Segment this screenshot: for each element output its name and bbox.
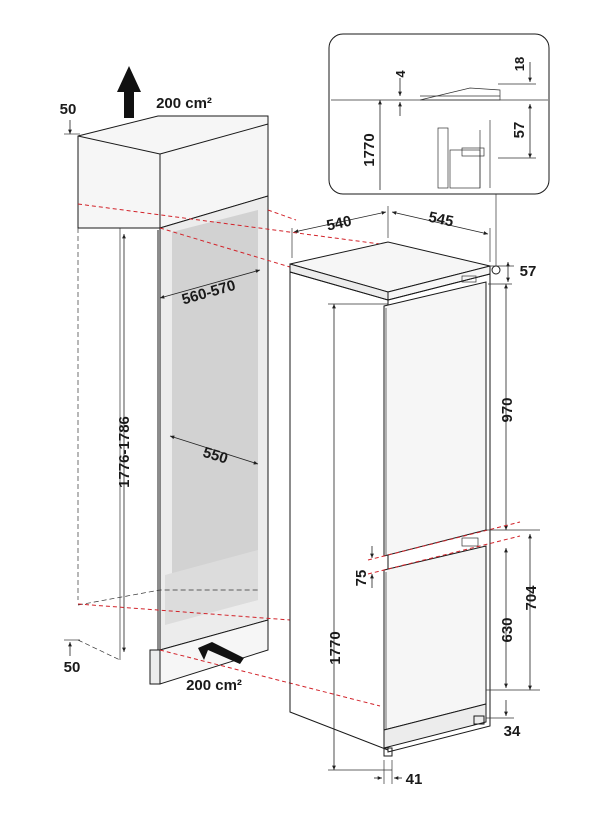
base-offset-label: 34	[504, 723, 521, 740]
detail-inset: 1770 4 18 57	[328, 33, 550, 275]
lower-door-height-label: 630	[499, 617, 516, 642]
niche-height-label: 1776-1786	[116, 416, 133, 488]
guide-lines	[77, 203, 381, 707]
appliance-depth-label: 540	[325, 213, 353, 235]
detail-height-label: 1770	[361, 133, 378, 166]
lower-section-height-label: 704	[523, 585, 540, 611]
cabinet-niche: 50 50 1776-1786 560-570 550 200 cm² 200 …	[60, 66, 269, 694]
appliance-height-label: 1770	[327, 631, 344, 664]
appliance: 540 545 57 970 75 704 630 34	[289, 206, 540, 788]
arrow-up-icon	[117, 66, 141, 118]
foot-offset-label: 41	[406, 771, 423, 788]
top-clearance-label: 50	[60, 101, 77, 118]
detail-right-top-label: 18	[512, 57, 527, 71]
vent-top-area-label: 200 cm²	[156, 95, 212, 112]
appliance-width-label: 545	[427, 209, 455, 231]
detail-top-label: 4	[393, 70, 408, 78]
niche-depth-label: 550	[201, 444, 230, 468]
door-gap-label: 75	[353, 570, 370, 587]
arrow-diagonal-icon	[198, 642, 244, 664]
top-gap-label: 57	[520, 263, 537, 280]
upper-door-height-label: 970	[499, 397, 516, 422]
vent-bottom-area-label: 200 cm²	[186, 677, 242, 694]
detail-right-bottom-label: 57	[511, 122, 528, 139]
bottom-clearance-label: 50	[64, 659, 81, 676]
